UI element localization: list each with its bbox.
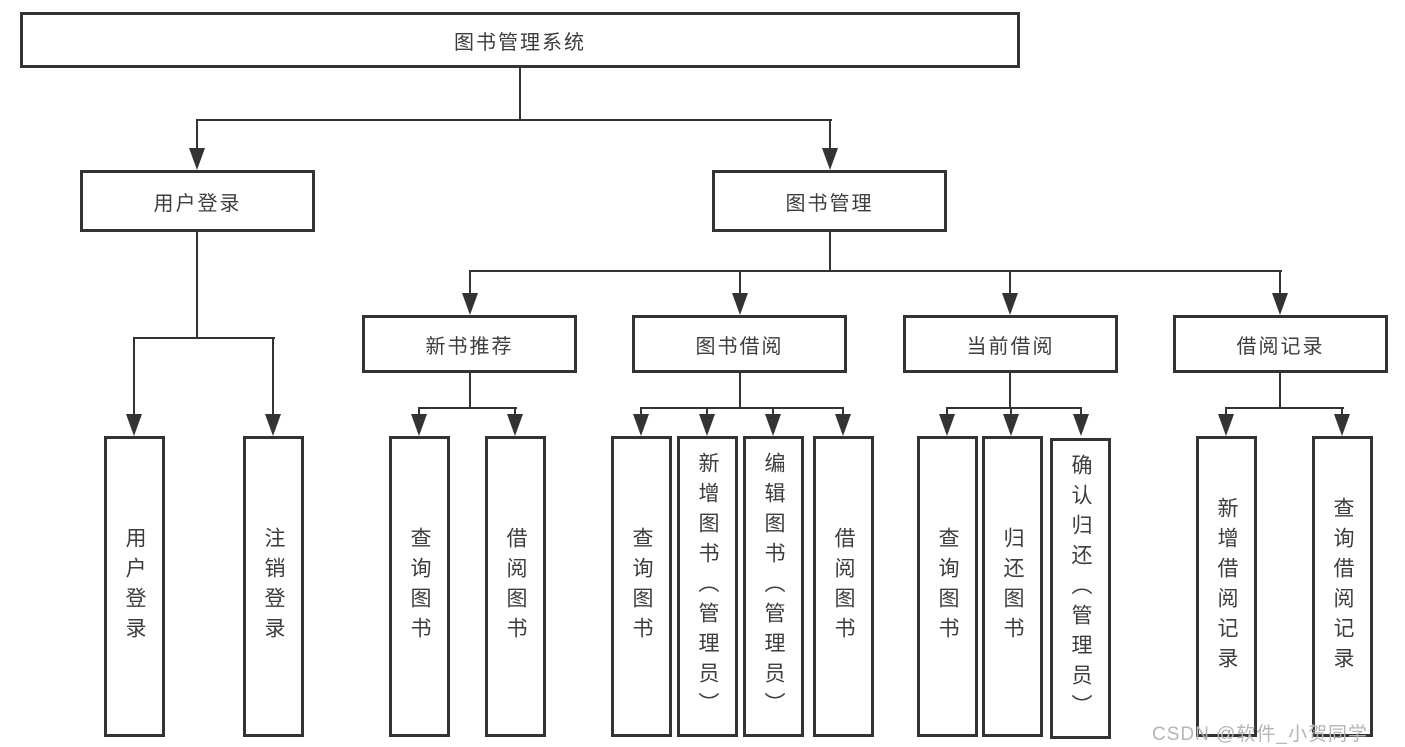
connector-line: [519, 68, 521, 120]
leaf-confirm-return-admin-label: 确认归还（管理员）: [1069, 453, 1092, 724]
leaf-return-books-label: 归还图书: [1001, 526, 1024, 647]
arrow-down-icon: [1218, 414, 1234, 436]
leaf-query-books-current: 查询图书: [917, 436, 978, 737]
leaf-query-borrow-record-label: 查询借阅记录: [1331, 496, 1354, 677]
csdn-watermark: CSDN @软件_小贺同学: [1152, 724, 1368, 745]
arrow-down-icon: [822, 148, 838, 170]
arrow-down-icon: [699, 414, 715, 436]
connector-line: [469, 270, 1282, 272]
connector-line: [829, 232, 831, 272]
leaf-logout-label: 注销登录: [262, 526, 285, 647]
arrow-down-icon: [1003, 414, 1019, 436]
node-current-borrowing: 当前借阅: [903, 315, 1118, 373]
arrow-down-icon: [1073, 414, 1089, 436]
node-root: 图书管理系统: [20, 12, 1020, 68]
node-user-login: 用户登录: [80, 170, 315, 232]
connector-line: [640, 407, 844, 409]
connector-line: [133, 337, 275, 339]
node-current-borrowing-label: 当前借阅: [966, 335, 1055, 358]
connector-line: [1225, 407, 1344, 409]
connector-line: [469, 373, 471, 409]
leaf-confirm-return-admin: 确认归还（管理员）: [1050, 438, 1111, 739]
connector-line: [1009, 373, 1011, 409]
arrow-down-icon: [835, 414, 851, 436]
arrow-down-icon: [411, 414, 427, 436]
connector-line: [739, 373, 741, 409]
node-book-management: 图书管理: [712, 170, 947, 232]
leaf-return-books: 归还图书: [982, 436, 1043, 737]
connector-line: [469, 270, 471, 303]
leaf-query-books-recommend: 查询图书: [389, 436, 450, 737]
connector-line: [739, 270, 741, 303]
arrow-down-icon: [462, 293, 478, 315]
leaf-add-borrow-record-label: 新增借阅记录: [1215, 496, 1238, 677]
connector-line: [418, 407, 517, 409]
connector-line: [1279, 373, 1281, 409]
leaf-query-borrow-record: 查询借阅记录: [1312, 436, 1373, 737]
leaf-user-login: 用户登录: [104, 436, 165, 737]
leaf-query-books-current-label: 查询图书: [936, 526, 959, 647]
leaf-user-login-label: 用户登录: [123, 526, 146, 647]
leaf-logout: 注销登录: [243, 436, 304, 737]
node-book-borrowing-label: 图书借阅: [695, 335, 784, 358]
node-book-borrowing: 图书借阅: [632, 315, 847, 373]
connector-line: [829, 119, 831, 158]
leaf-query-books-recommend-label: 查询图书: [408, 526, 431, 647]
leaf-borrow-books-recommend-label: 借阅图书: [504, 526, 527, 647]
leaf-add-borrow-record: 新增借阅记录: [1196, 436, 1257, 737]
arrow-down-icon: [732, 293, 748, 315]
leaf-borrow-books-recommend: 借阅图书: [485, 436, 546, 737]
connector-line: [272, 337, 274, 424]
leaf-query-books-borrowing: 查询图书: [611, 436, 672, 737]
connector-line: [196, 119, 832, 121]
node-user-login-label: 用户登录: [153, 192, 242, 215]
arrow-down-icon: [189, 148, 205, 170]
node-root-label: 图书管理系统: [454, 31, 586, 54]
connector-line: [133, 337, 135, 424]
arrow-down-icon: [1002, 293, 1018, 315]
node-book-management-label: 图书管理: [785, 192, 874, 215]
connector-line: [1279, 270, 1281, 303]
arrow-down-icon: [765, 414, 781, 436]
leaf-edit-books-admin: 编辑图书（管理员）: [743, 436, 804, 737]
leaf-edit-books-admin-label: 编辑图书（管理员）: [762, 451, 785, 722]
connector-line: [1009, 270, 1011, 303]
connector-line: [946, 407, 1082, 409]
leaf-query-books-borrowing-label: 查询图书: [630, 526, 653, 647]
node-borrowing-records: 借阅记录: [1173, 315, 1388, 373]
leaf-add-books-admin: 新增图书（管理员）: [677, 436, 738, 737]
arrow-down-icon: [633, 414, 649, 436]
node-new-book-recommend-label: 新书推荐: [425, 335, 514, 358]
arrow-down-icon: [1334, 414, 1350, 436]
arrow-down-icon: [939, 414, 955, 436]
arrow-down-icon: [1272, 293, 1288, 315]
leaf-borrow-books-borrowing-label: 借阅图书: [832, 526, 855, 647]
leaf-add-books-admin-label: 新增图书（管理员）: [696, 451, 719, 722]
leaf-borrow-books-borrowing: 借阅图书: [813, 436, 874, 737]
node-new-book-recommend: 新书推荐: [362, 315, 577, 373]
arrow-down-icon: [126, 414, 142, 436]
arrow-down-icon: [507, 414, 523, 436]
arrow-down-icon: [265, 414, 281, 436]
connector-line: [196, 119, 198, 158]
node-borrowing-records-label: 借阅记录: [1236, 335, 1325, 358]
connector-line: [196, 232, 198, 339]
